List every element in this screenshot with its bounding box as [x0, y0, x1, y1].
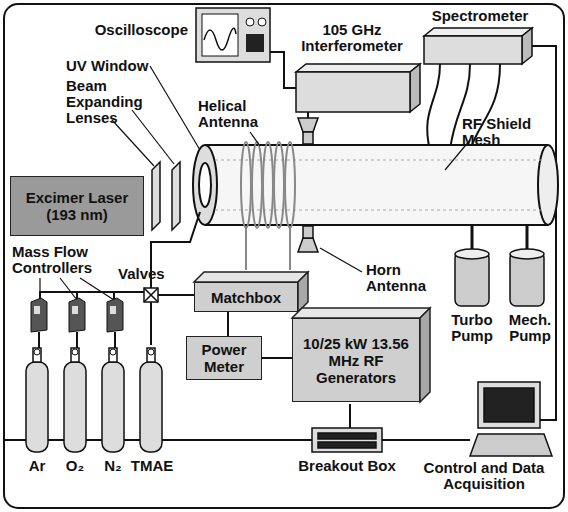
- antenna-feed: [246, 226, 290, 270]
- box-side-face: [420, 308, 430, 402]
- label: Helical Antenna: [198, 98, 280, 130]
- label: Mech. Pump: [498, 312, 562, 344]
- label: Turbo Pump: [442, 312, 502, 344]
- label: N₂: [96, 458, 130, 474]
- box-top-face: [292, 308, 430, 318]
- box-label: Excimer Laser (193 nm): [17, 189, 137, 223]
- label: Breakout Box: [298, 458, 396, 474]
- label: O₂: [58, 458, 92, 474]
- label: TMAE: [124, 458, 180, 474]
- box-label: Power Meter: [193, 341, 255, 375]
- gas-cylinders: [26, 298, 162, 452]
- wiring: [4, 4, 564, 508]
- label: Spectrometer: [420, 8, 540, 24]
- computer-icon: [470, 382, 552, 456]
- beam-lenses: [152, 162, 180, 230]
- label: Ar: [20, 458, 54, 474]
- breakout-wire: [349, 404, 351, 428]
- label: Oscilloscope: [58, 22, 188, 38]
- label: UV Window: [66, 58, 176, 74]
- box-label: 10/25 kW 13.56 MHz RF Generators: [299, 335, 413, 386]
- outer-wire: [4, 4, 564, 508]
- helical-antenna: [241, 142, 295, 228]
- vacuum-pump: [455, 225, 544, 306]
- cable: [227, 312, 229, 336]
- spectrometer-wire: [530, 46, 556, 420]
- plasma-chamber: [193, 145, 558, 225]
- horn-antenna: [298, 112, 318, 252]
- label: Beam Expanding Lenses: [66, 78, 156, 126]
- equipment-box: Excimer Laser (193 nm): [10, 176, 144, 236]
- equipment-box: Matchbox: [194, 282, 298, 312]
- equipment-box: 10/25 kW 13.56 MHz RF Generators: [292, 318, 420, 402]
- breakout-wire: [382, 439, 470, 441]
- label: Control and Data Acquisition: [404, 460, 564, 492]
- cable: [262, 357, 292, 359]
- oscilloscope-icon: [196, 8, 270, 62]
- label: Valves: [118, 266, 178, 282]
- box-top-face: [194, 272, 308, 282]
- gas-valve: [144, 288, 158, 302]
- label: Horn Antenna: [366, 262, 446, 294]
- equipment-box: Power Meter: [186, 336, 262, 380]
- breakout-box: [312, 428, 382, 452]
- interferometer-box: [296, 64, 420, 112]
- label: Mass Flow Controllers: [12, 244, 122, 276]
- label: 105 GHz Interferometer: [282, 22, 422, 54]
- label: RF Shield Mesh: [462, 116, 562, 148]
- box-side-face: [298, 272, 308, 312]
- scope-wire: [270, 52, 296, 88]
- box-label: Matchbox: [211, 289, 281, 306]
- spectrometer-box: [424, 28, 532, 64]
